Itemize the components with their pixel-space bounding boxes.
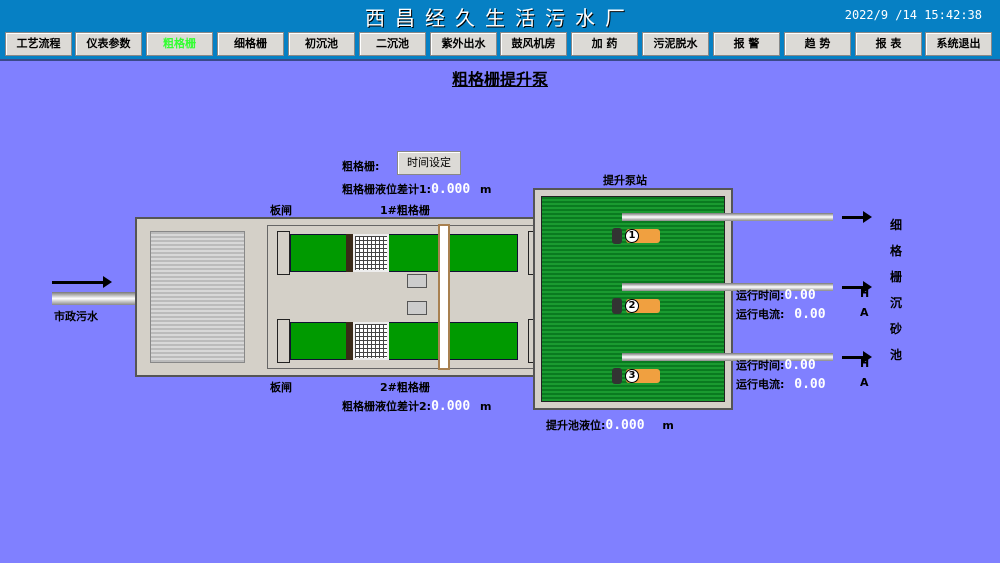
app-title: 西昌经久生活污水厂 <box>365 6 635 30</box>
gate-top-label: 板闸 <box>270 204 292 217</box>
runtime-unit: H <box>860 287 870 300</box>
screen1-label: 1#粗格栅 <box>380 204 430 217</box>
pump-number: 1 <box>625 229 639 243</box>
pump-station <box>533 188 733 410</box>
pump-2-runtime: 运行时间:0.00 <box>736 287 816 303</box>
nav-button-5[interactable]: 二沉池 <box>359 32 426 56</box>
current-label: 运行电流: <box>736 308 785 321</box>
pump-number: 3 <box>625 369 639 383</box>
flow-arrow-icon <box>842 281 872 293</box>
gate-2-icon[interactable] <box>277 319 290 363</box>
runtime-unit: H <box>860 357 870 370</box>
pump-3-current: 运行电流: 0.00 <box>736 376 826 392</box>
screen-motor-1-icon <box>407 274 427 288</box>
nav-button-11[interactable]: 趋 势 <box>784 32 851 56</box>
current-value: 0.00 <box>794 377 826 392</box>
level-value: 0.000 <box>605 418 645 433</box>
outlet-pipe-1 <box>622 213 833 221</box>
nav-button-8[interactable]: 加 药 <box>571 32 638 56</box>
screen2-label: 2#粗格栅 <box>380 381 430 394</box>
nav-button-9[interactable]: 污泥脱水 <box>642 32 709 56</box>
screen-motor-2-icon <box>407 301 427 315</box>
datetime: 2022/9 /14 15:42:38 <box>844 8 982 22</box>
current-unit: A <box>860 376 869 389</box>
grating-channel <box>135 217 541 377</box>
inlet-arrow-icon <box>52 276 112 288</box>
runtime-label: 运行时间: <box>736 289 785 302</box>
nav-button-4[interactable]: 初沉池 <box>288 32 355 56</box>
runtime-label: 运行时间: <box>736 359 785 372</box>
grating-label: 粗格栅: <box>342 160 380 173</box>
gate-bottom-label: 板闸 <box>270 381 292 394</box>
diff1-unit: m <box>480 183 492 196</box>
pump-motor-icon <box>612 368 622 384</box>
nav-button-13[interactable]: 系统退出 <box>925 32 992 56</box>
nav-button-1[interactable]: 仪表参数 <box>75 32 142 56</box>
pump-motor-icon <box>612 228 622 244</box>
station-label: 提升泵站 <box>603 174 647 187</box>
outlet-pipe-3 <box>622 353 833 361</box>
page-title: 粗格栅提升泵 <box>451 70 548 89</box>
diff2-value: 0.000 <box>431 399 471 414</box>
inlet-label: 市政污水 <box>54 310 98 323</box>
nav-button-10[interactable]: 报 警 <box>713 32 780 56</box>
flow-arrow-icon <box>842 351 872 363</box>
screen-bar-2 <box>346 322 353 360</box>
nav-button-12[interactable]: 报 表 <box>855 32 922 56</box>
diff1-readout: 粗格栅液位差计1:0.000 m <box>342 181 492 197</box>
current-unit: A <box>860 306 869 319</box>
nav-button-7[interactable]: 鼓风机房 <box>500 32 567 56</box>
channel-1-water <box>290 234 518 272</box>
nav-button-2[interactable]: 粗格栅 <box>146 32 213 56</box>
pump-1-icon[interactable]: 1 <box>612 226 662 246</box>
diff1-value: 0.000 <box>431 182 471 197</box>
pump-2-icon[interactable]: 2 <box>612 296 662 316</box>
level-readout: 提升池液位:0.000 m <box>546 417 674 433</box>
outlet-label: 细格栅沉砂池 <box>890 218 903 362</box>
screen-bar-1 <box>346 234 353 272</box>
nav-button-6[interactable]: 紫外出水 <box>430 32 497 56</box>
inlet-pipe <box>52 292 137 305</box>
coarse-screen-area <box>150 231 245 363</box>
current-value: 0.00 <box>794 307 826 322</box>
channel-2-water <box>290 322 518 360</box>
level-label: 提升池液位: <box>546 419 606 432</box>
screen-2-mesh-icon[interactable] <box>353 322 389 360</box>
runtime-value: 0.00 <box>784 358 816 373</box>
screen-1-mesh-icon[interactable] <box>353 234 389 272</box>
current-label: 运行电流: <box>736 378 785 391</box>
diff2-readout: 粗格栅液位差计2:0.000 m <box>342 398 492 414</box>
level-unit: m <box>662 419 674 432</box>
diff1-label: 粗格栅液位差计1: <box>342 183 432 196</box>
pump-2-current: 运行电流: 0.00 <box>736 306 826 322</box>
nav-button-3[interactable]: 细格栅 <box>217 32 284 56</box>
rotary-screen-icon[interactable] <box>438 224 450 370</box>
time-setting-button[interactable]: 时间设定 <box>397 151 461 175</box>
runtime-value: 0.00 <box>784 288 816 303</box>
pump-3-icon[interactable]: 3 <box>612 366 662 386</box>
gate-1-icon[interactable] <box>277 231 290 275</box>
diff2-unit: m <box>480 400 492 413</box>
flow-arrow-icon <box>842 211 872 223</box>
pump-number: 2 <box>625 299 639 313</box>
nav-button-0[interactable]: 工艺流程 <box>5 32 72 56</box>
outlet-pipe-2 <box>622 283 833 291</box>
pump-motor-icon <box>612 298 622 314</box>
pump-3-runtime: 运行时间:0.00 <box>736 357 816 373</box>
diff2-label: 粗格栅液位差计2: <box>342 400 432 413</box>
